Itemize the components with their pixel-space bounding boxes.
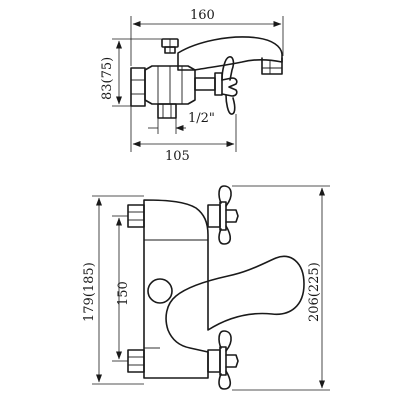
front-view: 179(185) 150 206(225) xyxy=(82,185,330,391)
cross-handle-side xyxy=(194,56,238,115)
inlet-stub xyxy=(157,103,177,119)
label-width-body: 105 xyxy=(165,149,190,164)
dim-width-body: 105 xyxy=(130,106,237,164)
dim-centre-distance: 150 xyxy=(112,215,131,362)
label-height: 83(75) xyxy=(100,57,115,100)
side-view: 160 83(75) 1/2" 105 xyxy=(100,8,284,164)
label-height-overall: 179(185) xyxy=(82,262,97,322)
dim-spout-height: 206(225) xyxy=(232,185,330,391)
mixer-body xyxy=(144,65,196,105)
wall-nut xyxy=(130,67,146,107)
dim-inlet-thread: 1/2" xyxy=(148,111,215,134)
cross-handle-top xyxy=(207,185,239,245)
label-inlet-thread: 1/2" xyxy=(188,111,215,126)
cross-handle-bottom xyxy=(207,330,239,390)
wall-nut-bottom xyxy=(127,349,145,373)
dim-width-overall: 160 xyxy=(130,8,284,66)
spout-outlet-hole xyxy=(147,278,173,304)
label-centre-distance: 150 xyxy=(116,281,131,306)
wall-nut-top xyxy=(127,204,145,228)
top-knob xyxy=(161,38,179,54)
label-width-overall: 160 xyxy=(190,8,215,23)
dim-height: 83(75) xyxy=(100,38,162,107)
label-spout-height: 206(225) xyxy=(307,262,322,322)
mixer-body-front xyxy=(143,199,305,379)
dim-height-overall: 179(185) xyxy=(82,195,144,385)
spout xyxy=(177,36,283,75)
